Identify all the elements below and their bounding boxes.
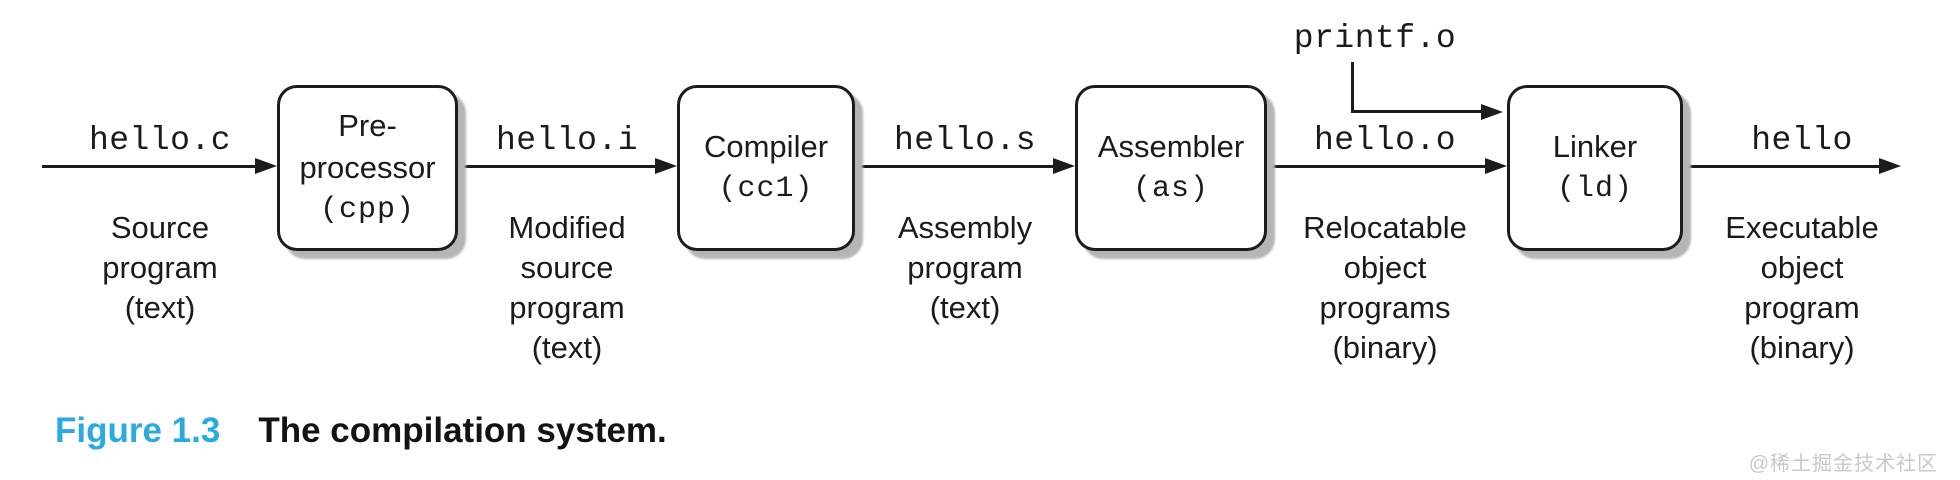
- desc-relocatable-object: Relocatable object programs (binary): [1303, 210, 1467, 365]
- figure-caption: Figure 1.3 The compilation system.: [55, 411, 667, 451]
- figure-title: The compilation system.: [258, 411, 667, 450]
- file-label-hello-c: hello.c: [88, 122, 232, 159]
- node-name: Compiler: [703, 129, 829, 164]
- file-label-hello: hello: [1751, 122, 1853, 159]
- node-tool: (cc1): [718, 172, 814, 206]
- arrowhead-icon: [255, 158, 277, 174]
- node-compiler: Compiler (cc1): [677, 85, 855, 251]
- arrowhead-icon: [655, 158, 677, 174]
- file-label-printf-o: printf.o: [1293, 20, 1457, 57]
- node-name: Pre- processor: [299, 108, 436, 185]
- file-label-hello-s: hello.s: [893, 122, 1037, 159]
- desc-executable-object: Executable object program (binary): [1725, 210, 1879, 365]
- arrow-source-to-preprocessor: [42, 165, 258, 168]
- watermark: @稀土掘金技术社区: [1748, 453, 1938, 475]
- desc-modified-source: Modified source program (text): [508, 210, 626, 365]
- node-tool: (ld): [1556, 172, 1633, 206]
- arrow-printf-horizontal: [1351, 110, 1483, 113]
- file-label-hello-o: hello.o: [1313, 122, 1457, 159]
- file-label-hello-i: hello.i: [495, 122, 639, 159]
- desc-source-program: Source program (text): [102, 210, 218, 325]
- arrow-printf-vertical: [1351, 62, 1354, 112]
- figure-label: Figure 1.3: [55, 411, 221, 450]
- node-assembler: Assembler (as): [1075, 85, 1267, 251]
- arrow-linker-to-executable: [1683, 165, 1881, 168]
- arrowhead-icon: [1481, 104, 1503, 120]
- node-linker: Linker (ld): [1507, 85, 1683, 251]
- node-name: Linker: [1552, 129, 1638, 164]
- arrow-assembler-to-linker: [1267, 165, 1487, 168]
- node-preprocessor: Pre- processor (cpp): [277, 85, 458, 251]
- arrow-compiler-to-assembler: [855, 165, 1055, 168]
- arrowhead-icon: [1485, 158, 1507, 174]
- node-tool: (cpp): [319, 193, 415, 227]
- node-name: Assembler: [1097, 129, 1245, 164]
- arrow-preprocessor-to-compiler: [458, 165, 658, 168]
- desc-assembly-program: Assembly program (text): [897, 210, 1033, 325]
- node-tool: (as): [1132, 172, 1209, 206]
- arrowhead-icon: [1879, 158, 1901, 174]
- arrowhead-icon: [1053, 158, 1075, 174]
